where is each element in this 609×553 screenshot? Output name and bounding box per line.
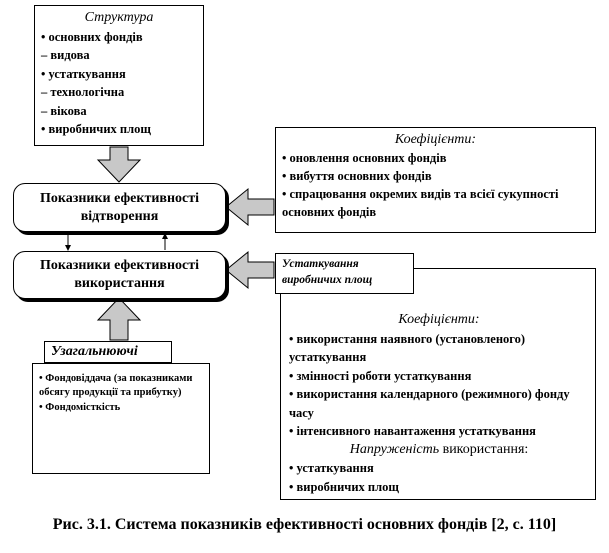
structure-list: • основних фондів – видова • устаткуванн… (41, 28, 197, 139)
list-item: • виробничих площ (41, 122, 151, 136)
list-item: • спрацювання окремих видів та всієї сук… (282, 187, 559, 219)
structure-box: Структура • основних фондів – видова • у… (34, 5, 204, 146)
arrow-down-structure (96, 146, 142, 183)
coefficients-bottom-list: • використання наявного (установленого) … (289, 330, 589, 441)
coefficients-top-title: Коефіцієнти: (394, 132, 477, 147)
intensity-title: Напруженість (349, 441, 440, 457)
generalizing-box: • Фондовіддача (за показниками обсягу пр… (32, 363, 210, 474)
return-indicators-box: Показники ефективності відтворення (13, 183, 226, 232)
list-item: – вікова (41, 103, 87, 118)
intensity-suffix: використання: (442, 441, 529, 457)
structure-title: Структура (84, 10, 154, 25)
generalizing-title-box: Узагальнюючі (44, 341, 172, 363)
list-item: • основних фондів (41, 29, 143, 44)
list-item: • оновлення основних фондів (282, 151, 447, 165)
list-item: • Фондовіддача (за показниками обсягу пр… (39, 373, 193, 398)
arrow-thin-down-head (65, 245, 71, 251)
list-item: – технологічна (41, 85, 125, 99)
list-item: – видова (41, 48, 90, 62)
coefficients-top-box: Коефіцієнти: • оновлення основних фондів… (275, 127, 596, 233)
arrow-left-equipment (225, 250, 275, 290)
arrow-left-coefficients (225, 187, 275, 227)
list-item: • устаткування (289, 461, 374, 475)
intensity-list: • устаткування • виробничих площ (289, 459, 589, 496)
usage-indicators-label: Показники ефективності використання (39, 258, 200, 291)
list-item: • використання наявного (установленого) … (289, 331, 526, 365)
list-item: • Фондомісткість (39, 402, 121, 413)
list-item: • змінності роботи устаткування (289, 368, 472, 383)
generalizing-title: Узагальнюючі (51, 344, 138, 359)
equipment-space-label: Устаткування виробничих площ (282, 258, 373, 286)
return-indicators-label: Показники ефективності відтворення (39, 190, 200, 224)
coefficients-top-list: • оновлення основних фондів • вибуття ос… (282, 149, 589, 221)
generalizing-list: • Фондовіддача (за показниками обсягу пр… (39, 372, 203, 415)
intensity-heading: Напруженість використання: (289, 441, 589, 460)
list-item: • устаткування (41, 66, 126, 81)
list-item: • виробничих площ (289, 479, 399, 494)
list-item: • вибуття основних фондів (282, 169, 432, 183)
figure-caption: Рис. 3.1. Система показників ефективност… (52, 516, 557, 533)
coefficients-bottom-box: Коефіцієнти: • використання наявного (ус… (280, 268, 596, 500)
list-item: • інтенсивного навантаження устаткування (289, 424, 536, 438)
coefficients-bottom-title: Коефіцієнти: (398, 312, 480, 327)
equipment-space-box: Устаткування виробничих площ (275, 253, 414, 294)
arrow-up-generalizing (96, 297, 142, 341)
usage-indicators-box: Показники ефективності використання (13, 251, 226, 299)
list-item: • використання календарного (режимного) … (289, 387, 570, 420)
arrow-thin-up-head (162, 233, 168, 239)
